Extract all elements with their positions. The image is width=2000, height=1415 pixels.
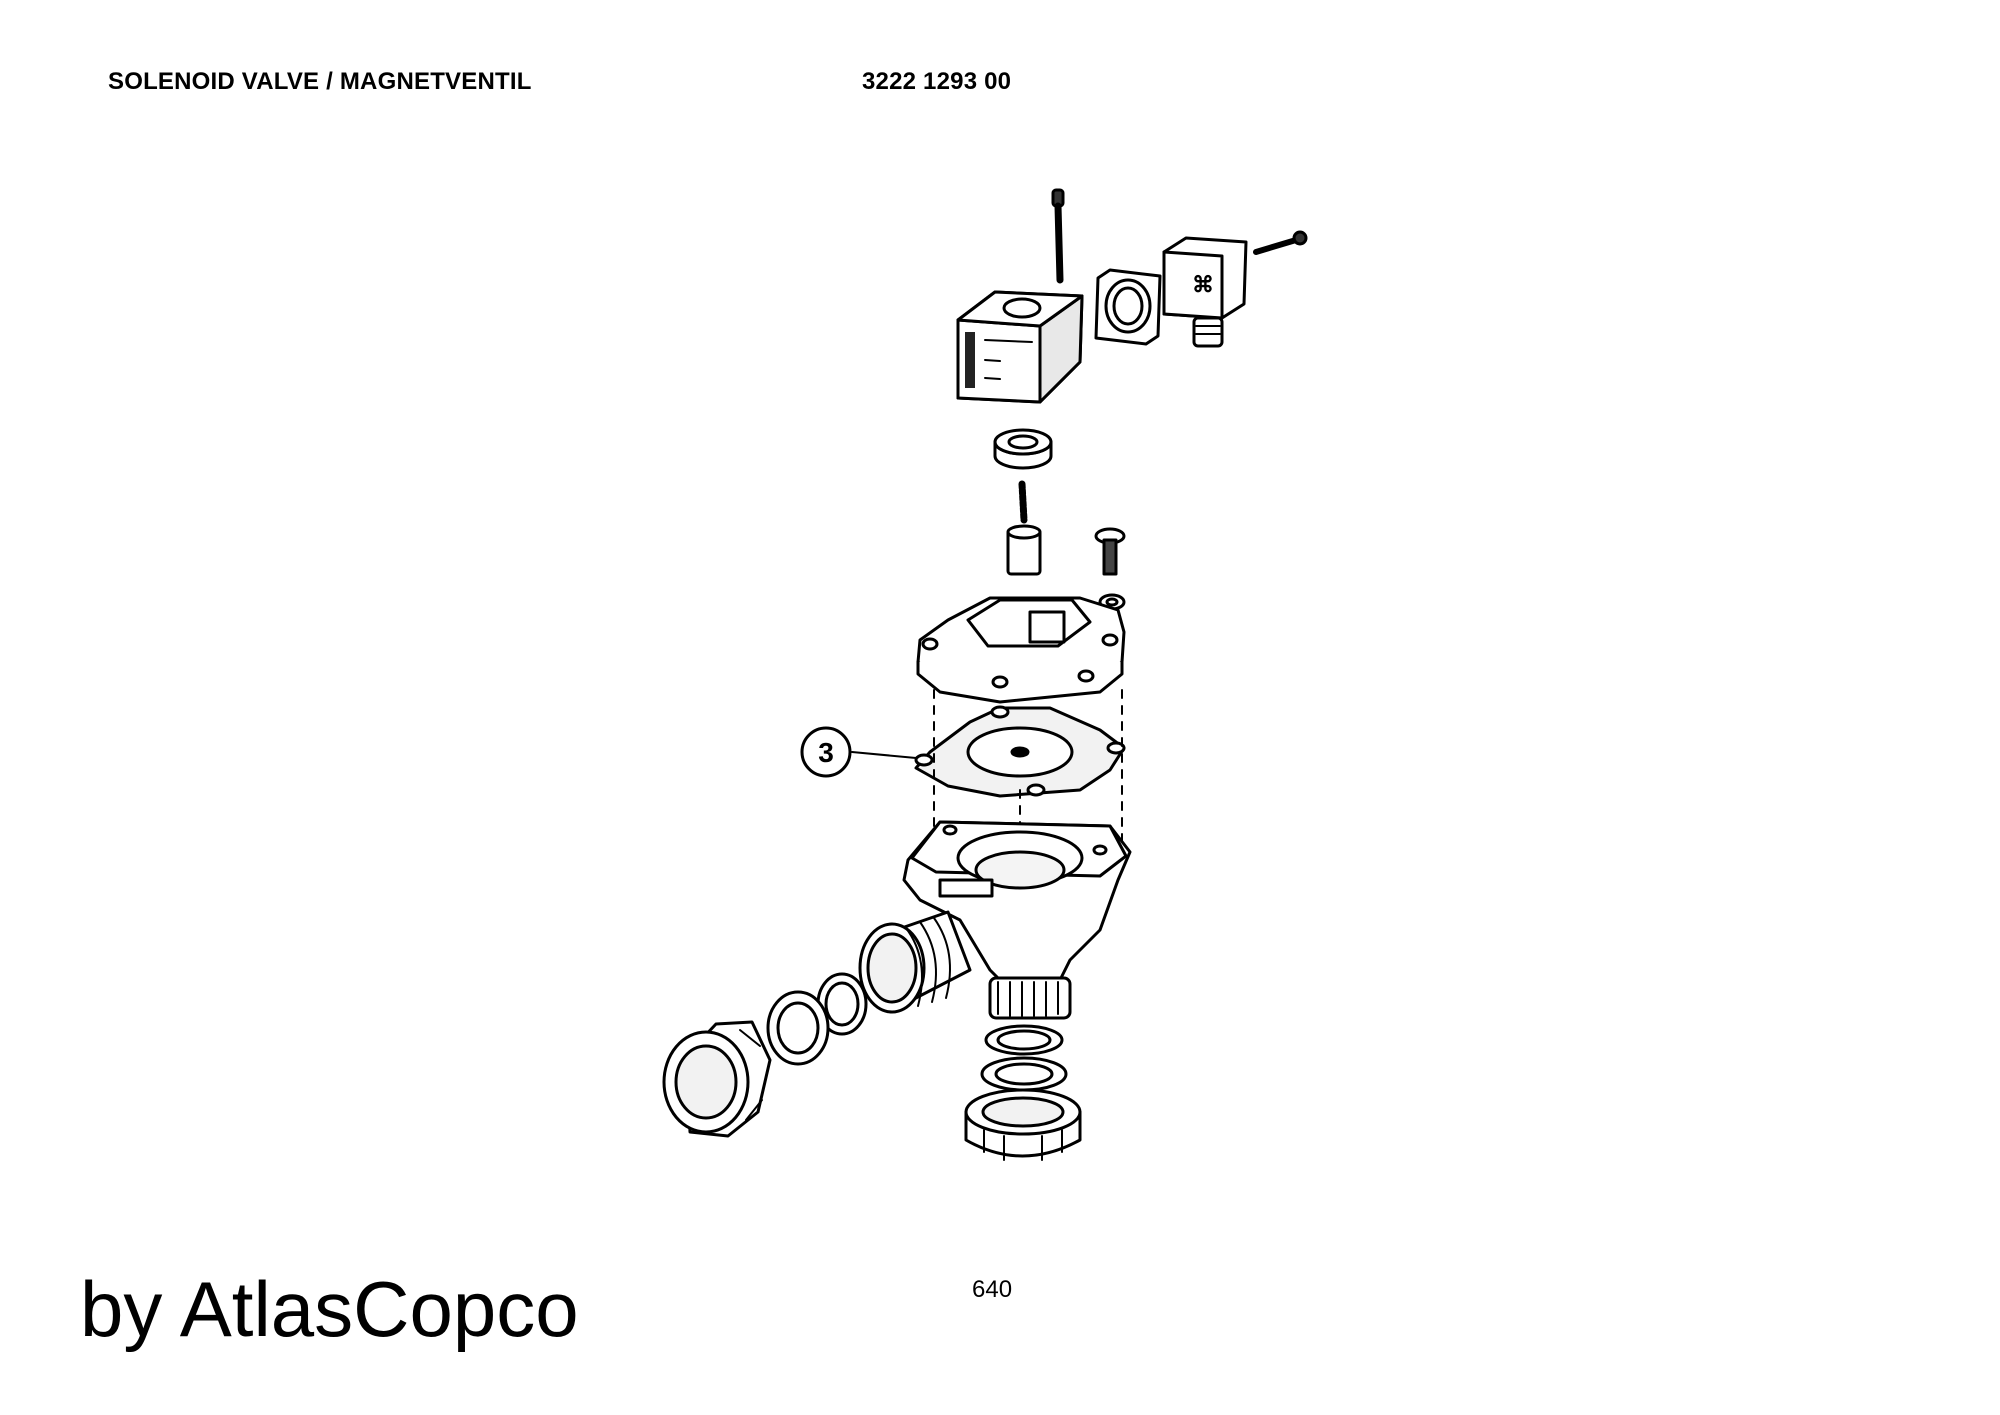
inlet-union-nut [662,1020,772,1138]
callout-3-label: 3 [818,737,834,768]
plunger [1006,524,1042,576]
document-title: SOLENOID VALVE / MAGNETVENTIL [108,68,532,95]
valve-body [902,820,1132,992]
outlet-seal-ring-1 [984,1024,1064,1056]
inlet-port [858,910,972,1014]
part-number: 3222 1293 00 [862,68,1012,95]
connector-gasket [1094,268,1162,346]
page-number: 640 [972,1276,1013,1303]
solenoid-coil [956,290,1084,404]
callout-3: 3 [800,726,917,778]
coil-bolt [1051,188,1065,284]
plug-connector: ⌘ [1162,236,1248,348]
connector-screw [1253,230,1308,255]
outlet-union-nut [964,1088,1082,1161]
coil-seal-ring [993,428,1053,470]
valve-bonnet [916,596,1126,704]
diaphragm [914,705,1126,798]
cover-screw [1094,527,1126,576]
spring [1018,480,1028,524]
svg-text:⌘: ⌘ [1192,272,1214,297]
brand-watermark: by AtlasCopco [80,1265,579,1353]
outlet-port [988,976,1072,1020]
inlet-seal-ring-2 [766,990,830,1066]
outlet-seal-ring-2 [980,1056,1068,1092]
